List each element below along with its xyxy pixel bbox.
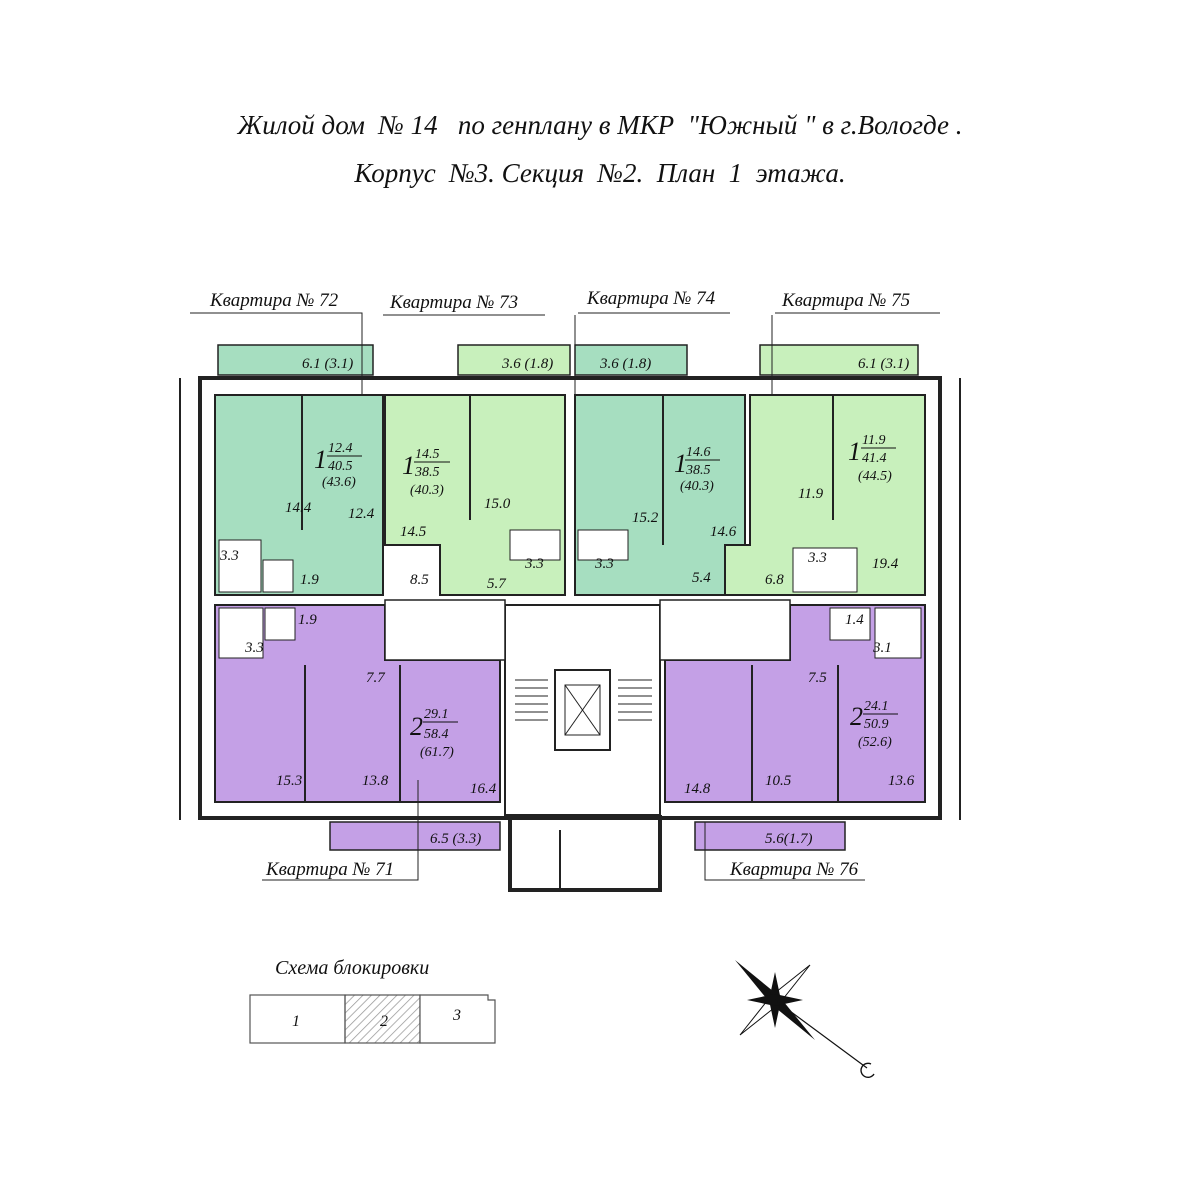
apartment-72-area[interactable]	[214, 344, 384, 596]
svg-text:13.6: 13.6	[888, 773, 915, 789]
room-areas-72: 14.4 12.4 3.3 1.9 8.5	[219, 500, 429, 588]
svg-text:3.3: 3.3	[244, 640, 264, 656]
compass-rose-icon	[735, 960, 875, 1079]
svg-text:14.5: 14.5	[400, 524, 427, 540]
svg-text:1.9: 1.9	[298, 612, 317, 628]
svg-text:(61.7): (61.7)	[420, 745, 454, 760]
svg-text:2: 2	[380, 1013, 388, 1030]
apartment-71-label: Квартира № 71	[265, 859, 394, 880]
svg-text:1: 1	[674, 449, 687, 478]
apartment-71-area[interactable]	[214, 604, 501, 851]
apartment-76-area[interactable]	[664, 604, 926, 851]
svg-text:15.2: 15.2	[632, 510, 659, 526]
balcony-73-area: 3.6 (1.8)	[501, 356, 553, 372]
svg-text:16.4: 16.4	[470, 781, 497, 797]
svg-text:41.4: 41.4	[862, 451, 887, 466]
apartment-76-summary: 2 24.1 50.9 (52.6)	[850, 699, 898, 750]
svg-text:6.8: 6.8	[765, 572, 784, 588]
svg-text:5.7: 5.7	[487, 576, 507, 592]
balcony-72-area: 6.1 (3.1)	[302, 356, 353, 372]
label-leaders	[190, 312, 940, 881]
balcony-75-area: 6.1 (3.1)	[858, 356, 909, 372]
svg-text:38.5: 38.5	[414, 465, 440, 480]
svg-text:19.4: 19.4	[872, 556, 899, 572]
svg-text:(40.3): (40.3)	[410, 483, 444, 498]
svg-text:2: 2	[850, 702, 863, 731]
svg-text:10.5: 10.5	[765, 773, 792, 789]
building-walls	[179, 376, 961, 820]
svg-text:14.5: 14.5	[415, 447, 440, 462]
svg-text:13.8: 13.8	[362, 773, 389, 789]
apartment-71-summary: 2 29.1 58.4 (61.7)	[410, 707, 458, 760]
svg-text:1: 1	[314, 445, 327, 474]
apartment-74-summary: 1 14.6 38.5 (40.3)	[674, 445, 720, 494]
apartment-72-summary: 1 12.4 40.5 (43.6)	[314, 441, 362, 490]
blocking-scheme: Схема блокировки 1 2 3	[249, 957, 496, 1044]
plan-title-line2: Корпус №3. Секция №2. План 1 этажа.	[354, 158, 846, 188]
svg-text:11.9: 11.9	[798, 486, 824, 502]
corridor-right	[659, 599, 791, 661]
apartment-76-label: Квартира № 76	[729, 859, 859, 880]
svg-text:11.9: 11.9	[862, 433, 885, 448]
svg-text:40.5: 40.5	[328, 459, 353, 474]
svg-text:1.4: 1.4	[845, 612, 864, 628]
svg-text:12.4: 12.4	[348, 506, 375, 522]
svg-text:58.4: 58.4	[424, 727, 449, 742]
blocking-section-1	[249, 994, 346, 1044]
svg-text:1: 1	[292, 1013, 300, 1030]
svg-text:15.3: 15.3	[276, 773, 302, 789]
svg-text:7.7: 7.7	[366, 670, 386, 686]
apartment-74-label: Квартира № 74	[586, 288, 716, 309]
apartment-73-label: Квартира № 73	[389, 292, 518, 313]
svg-text:(52.6): (52.6)	[858, 735, 892, 750]
svg-text:3.3: 3.3	[219, 548, 239, 564]
plan-title-line1: Жилой дом № 14 по генплану в МКР "Южный …	[237, 110, 963, 140]
apartment-75-label: Квартира № 75	[781, 290, 910, 311]
svg-text:3.1: 3.1	[872, 640, 892, 656]
apartment-75-area[interactable]	[724, 344, 926, 596]
svg-text:(40.3): (40.3)	[680, 479, 714, 494]
svg-text:3.3: 3.3	[594, 556, 614, 572]
svg-text:14.6: 14.6	[710, 524, 737, 540]
svg-text:3: 3	[452, 1007, 461, 1024]
room-areas-75: 11.9 3.3 19.4 6.8	[765, 486, 899, 588]
svg-text:15.0: 15.0	[484, 496, 511, 512]
apartment-73-summary: 1 14.5 38.5 (40.3)	[402, 447, 450, 498]
room-areas-73: 14.5 15.0 3.3 5.7	[400, 496, 544, 592]
svg-text:3.3: 3.3	[524, 556, 544, 572]
balcony-76-area: 5.6(1.7)	[765, 831, 813, 847]
svg-text:(44.5): (44.5)	[858, 469, 892, 484]
balcony-71-area: 6.5 (3.3)	[430, 831, 481, 847]
svg-text:8.5: 8.5	[410, 572, 429, 588]
svg-text:7.5: 7.5	[808, 670, 827, 686]
blocking-section-2	[344, 994, 421, 1044]
balcony-74-area: 3.6 (1.8)	[599, 356, 651, 372]
apartment-73-area[interactable]	[384, 344, 571, 596]
svg-text:14.4: 14.4	[285, 500, 312, 516]
svg-text:14.8: 14.8	[684, 781, 711, 797]
room-areas-71: 1.9 3.3 7.7 15.3 13.8 16.4	[244, 612, 497, 797]
svg-text:12.4: 12.4	[328, 441, 353, 456]
svg-text:14.6: 14.6	[686, 445, 711, 460]
svg-text:50.9: 50.9	[864, 717, 889, 732]
blocking-section-3	[419, 994, 496, 1044]
svg-text:3.3: 3.3	[807, 550, 827, 566]
room-areas-76: 1.4 3.1 7.5 14.8 10.5 13.6	[684, 612, 915, 797]
svg-text:1: 1	[848, 437, 861, 466]
svg-text:38.5: 38.5	[685, 463, 711, 478]
svg-text:24.1: 24.1	[864, 699, 889, 714]
svg-text:5.4: 5.4	[692, 570, 711, 586]
stair-core	[504, 604, 662, 892]
corridor-left	[384, 599, 506, 661]
svg-text:(43.6): (43.6)	[322, 475, 356, 490]
svg-text:1: 1	[402, 451, 415, 480]
blocking-scheme-title: Схема блокировки	[275, 957, 429, 979]
svg-text:1.9: 1.9	[300, 572, 319, 588]
apartment-72-label: Квартира № 72	[209, 290, 339, 311]
svg-text:2: 2	[410, 712, 423, 741]
room-areas-74: 15.2 14.6 3.3 5.4	[594, 510, 737, 586]
svg-text:29.1: 29.1	[424, 707, 449, 722]
apartment-75-summary: 1 11.9 41.4 (44.5)	[848, 433, 896, 484]
